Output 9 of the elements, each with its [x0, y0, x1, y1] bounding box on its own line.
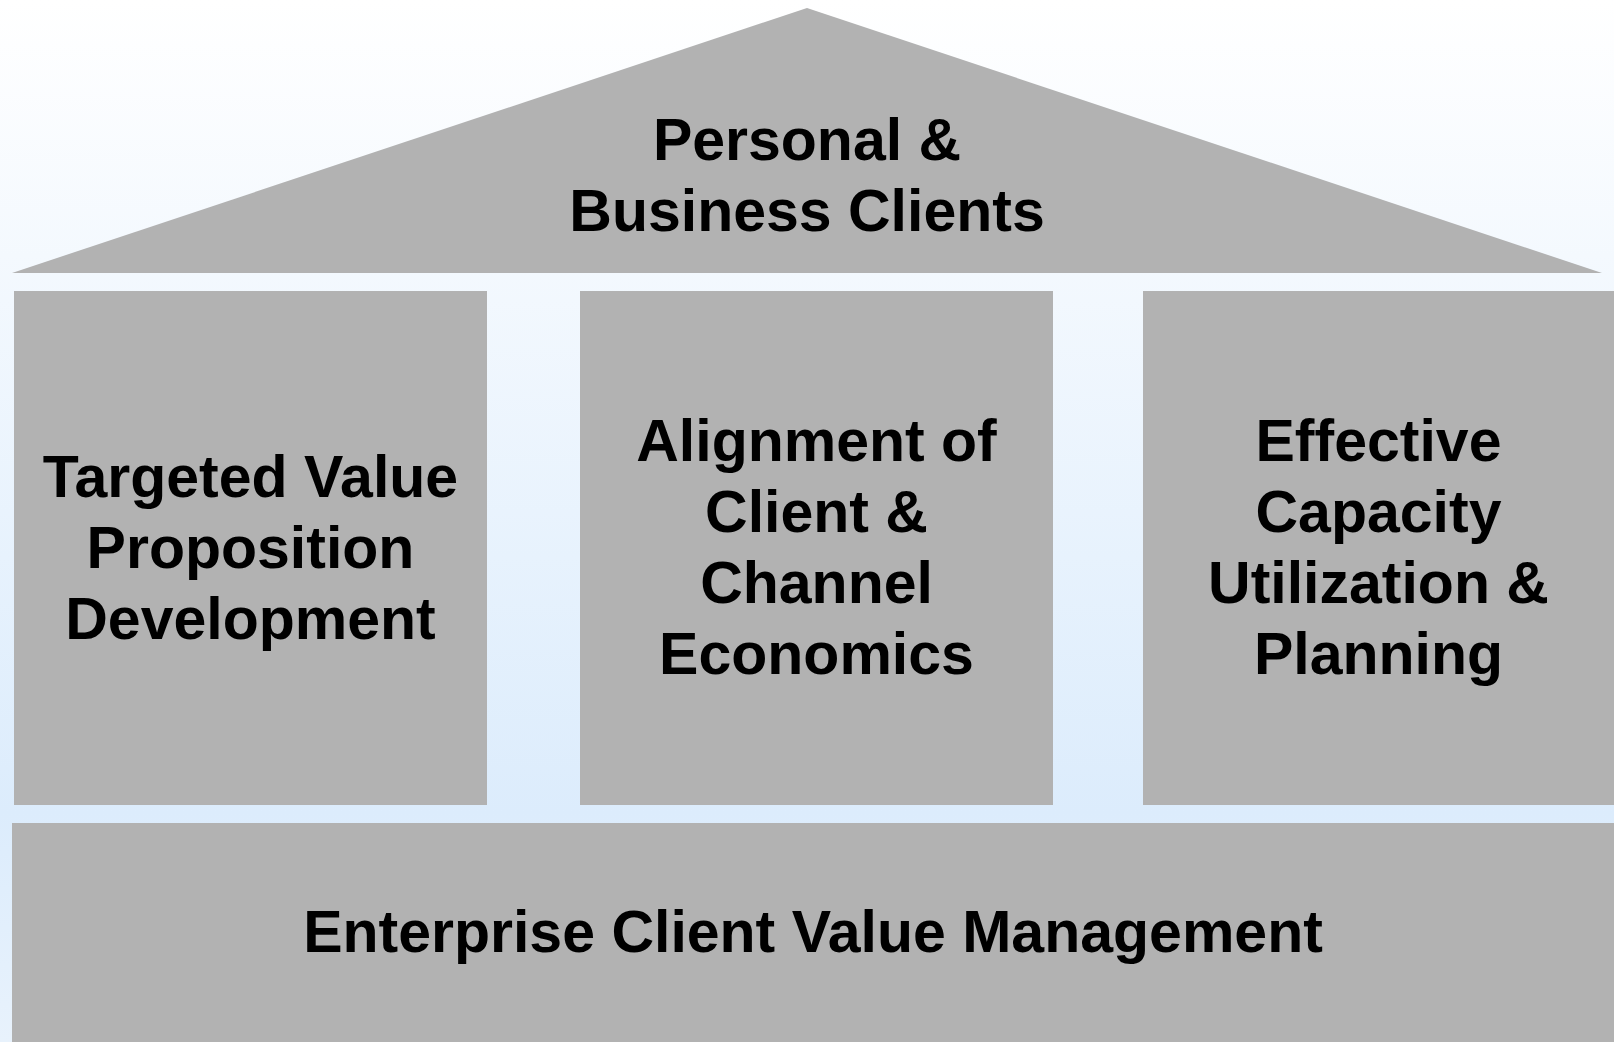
roof-label: Personal & Business Clients	[568, 105, 1046, 246]
foundation-block	[12, 823, 1614, 1042]
pillar-block	[14, 291, 487, 805]
block-label: Alignment of Client & Channel Economics	[635, 407, 998, 689]
block-label: Enterprise Client Value Management	[303, 898, 1323, 967]
block-label: Targeted Value Proposition Development	[41, 442, 460, 654]
block-label: Effective Capacity Utilization & Planning	[1207, 407, 1550, 689]
pillar-block	[1143, 291, 1614, 805]
pillar-block	[580, 291, 1053, 805]
